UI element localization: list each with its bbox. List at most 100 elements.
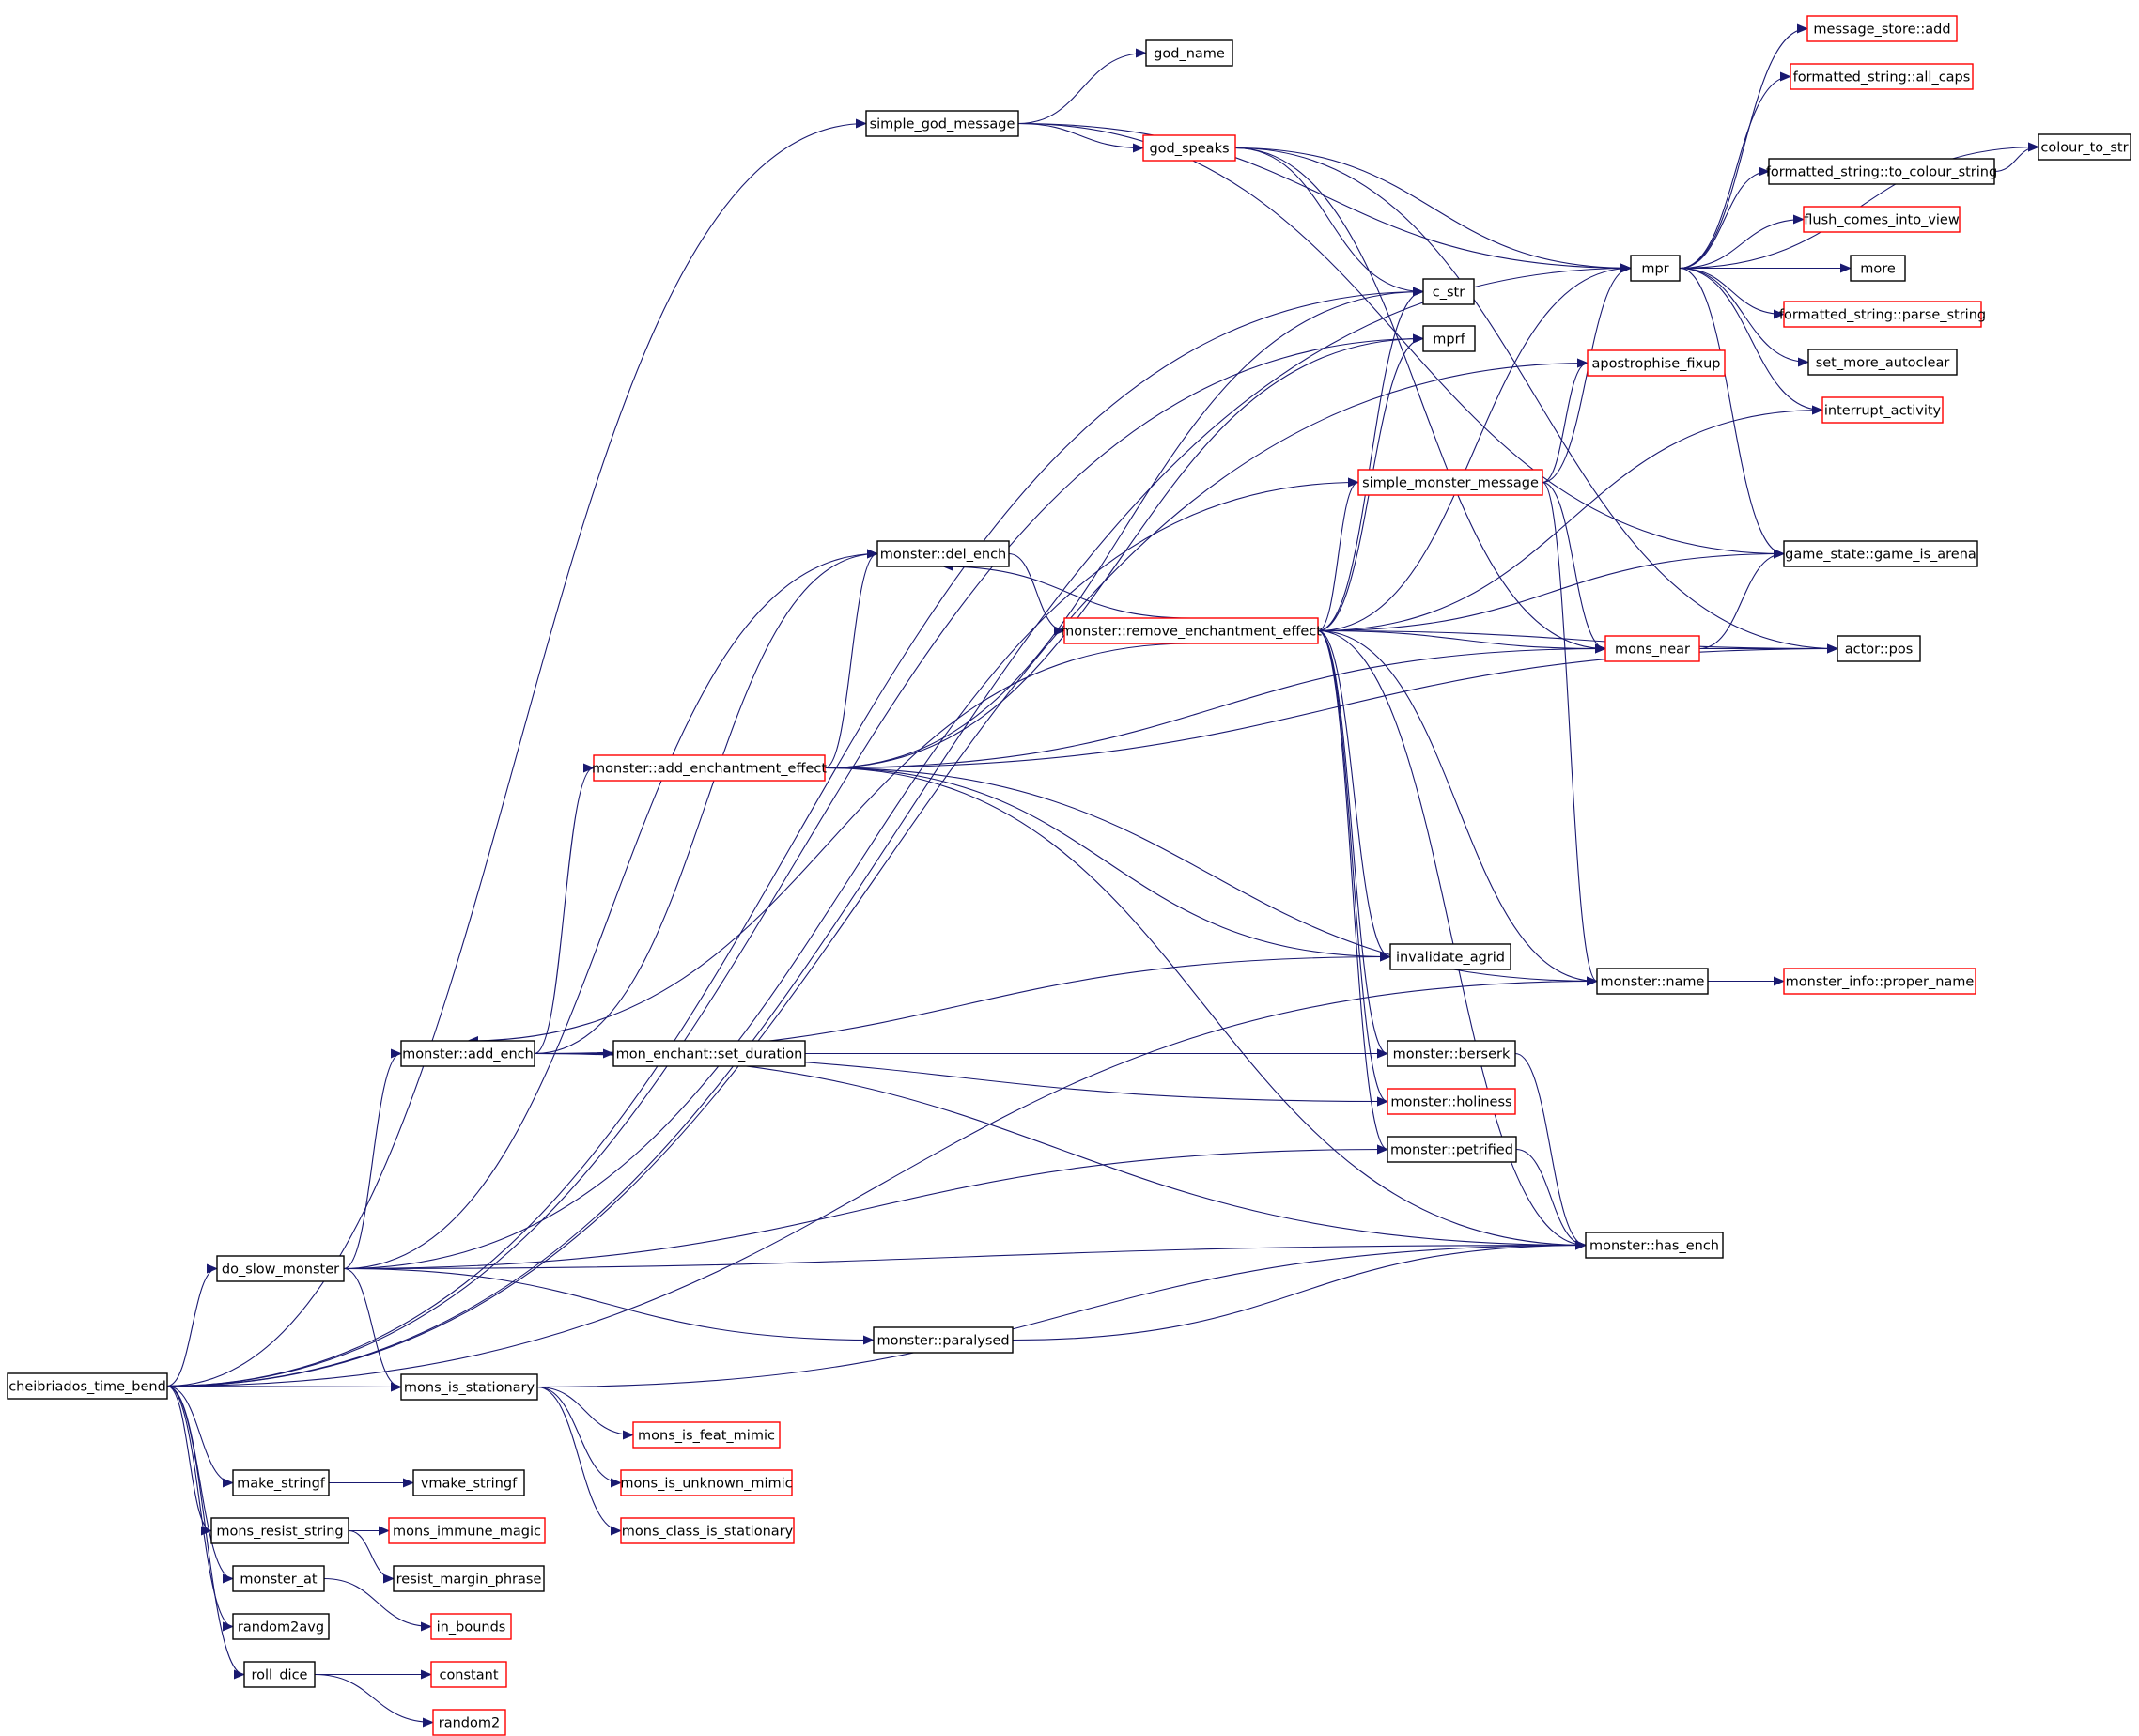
edges-layer (166, 23, 2039, 1728)
node-monster-at[interactable]: monster_at (232, 1565, 325, 1592)
node-god-name[interactable]: god_name (1145, 39, 1233, 67)
edge-simple-god-message-to-mpr (1017, 122, 1632, 273)
node-label: in_bounds (437, 1620, 506, 1635)
node-label: colour_to_str (2040, 141, 2128, 156)
node-roll-dice[interactable]: roll_dice (243, 1661, 316, 1688)
node-mons-is-unknown-mimic[interactable]: mons_is_unknown_mimic (620, 1469, 793, 1496)
node-random2avg[interactable]: random2avg (232, 1613, 330, 1640)
node-game-is-arena[interactable]: game_state::game_is_arena (1783, 540, 1978, 567)
node-monster-holiness[interactable]: monster::holiness (1387, 1088, 1516, 1115)
node-label: formatted_string::to_colour_string (1766, 165, 1997, 180)
node-box (876, 540, 1010, 567)
node-interrupt-activity[interactable]: interrupt_activity (1821, 396, 1944, 424)
node-mons-is-stationary[interactable]: mons_is_stationary (400, 1373, 538, 1401)
node-box (1604, 635, 1700, 662)
node-monster-paralysed[interactable]: monster::paralysed (873, 1326, 1014, 1354)
node-c-str[interactable]: c_str (1422, 278, 1475, 305)
node-set-more-autoclear[interactable]: set_more_autoclear (1807, 349, 1958, 376)
node-label: invalidate_agrid (1396, 951, 1505, 966)
node-box (632, 1421, 781, 1449)
edge-mpr-to-flush-comes-into-view (1679, 214, 1805, 270)
node-label: formatted_string::all_caps (1793, 70, 1971, 85)
node-label: monster_info::proper_name (1786, 975, 1975, 990)
node-mpr[interactable]: mpr (1630, 255, 1681, 282)
node-colour-to-str[interactable]: colour_to_str (2038, 133, 2131, 161)
node-simple-god-message[interactable]: simple_god_message (865, 110, 1019, 137)
node-actor-pos[interactable]: actor::pos (1837, 635, 1921, 662)
node-simple-monster-message[interactable]: simple_monster_message (1357, 469, 1543, 496)
node-box (1357, 469, 1543, 496)
node-label: monster::del_ench (880, 548, 1007, 563)
edge-cheibriados-time-bend-to-random2avg (166, 1385, 234, 1632)
node-mons-is-feat-mimic[interactable]: mons_is_feat_mimic (632, 1421, 781, 1449)
edge-cheibriados-time-bend-to-monster-name (166, 976, 1598, 1387)
node-cheibriados-time-bend[interactable]: cheibriados_time_bend (7, 1372, 168, 1400)
edge-god-speaks-to-mons-near (1234, 147, 1606, 654)
node-invalidate-agrid[interactable]: invalidate_agrid (1389, 943, 1511, 970)
edge-remove-enchantment-effect-to-invalidate-agrid (1317, 629, 1391, 962)
node-remove-enchantment-effect[interactable]: monster::remove_enchantment_effect (1061, 617, 1322, 644)
edge-roll-dice-to-random2 (314, 1673, 434, 1728)
node-in-bounds[interactable]: in_bounds (430, 1613, 512, 1640)
edge-mons-near-to-game-is-arena (1698, 549, 1785, 650)
node-mons-immune-magic[interactable]: mons_immune_magic (388, 1517, 546, 1544)
node-mons-resist-string[interactable]: mons_resist_string (210, 1517, 349, 1544)
node-do-slow-monster[interactable]: do_slow_monster (216, 1255, 345, 1282)
node-box (1063, 617, 1319, 644)
node-box (1587, 349, 1726, 377)
node-box (430, 1613, 512, 1640)
node-constant[interactable]: constant (430, 1661, 507, 1688)
edge-add-enchantment-effect-to-c-str (824, 287, 1424, 769)
node-monster-name[interactable]: monster::name (1596, 968, 1709, 995)
node-box (1837, 635, 1921, 662)
node-box (612, 1040, 806, 1067)
node-label: simple_monster_message (1362, 476, 1539, 491)
node-label: mons_immune_magic (393, 1525, 541, 1540)
node-mprf[interactable]: mprf (1422, 325, 1476, 352)
node-flush-comes-into-view[interactable]: flush_comes_into_view (1803, 206, 1961, 233)
node-message-store-add[interactable]: message_store::add (1806, 15, 1958, 42)
node-monster-petrified[interactable]: monster::petrified (1387, 1136, 1517, 1163)
node-random2[interactable]: random2 (432, 1709, 506, 1736)
edge-remove-enchantment-effect-to-simple-monster-message (1317, 477, 1359, 632)
edge-mons-is-stationary-to-mons-is-unknown-mimic (536, 1386, 622, 1488)
node-box (1387, 1136, 1517, 1163)
node-fs-parse-string[interactable]: formatted_string::parse_string (1779, 301, 1986, 328)
node-label: random2avg (238, 1620, 324, 1635)
node-label: monster::has_ench (1589, 1239, 1719, 1254)
node-monster-berserk[interactable]: monster::berserk (1387, 1040, 1516, 1067)
node-monster-del-ench[interactable]: monster::del_ench (876, 540, 1010, 567)
node-more[interactable]: more (1850, 255, 1906, 282)
node-label: mon_enchant::set_duration (616, 1047, 803, 1062)
node-label: flush_comes_into_view (1804, 213, 1960, 228)
node-god-speaks[interactable]: god_speaks (1142, 134, 1236, 162)
node-box (388, 1517, 546, 1544)
node-monster-add-ench[interactable]: monster::add_ench (400, 1040, 535, 1067)
edge-remove-enchantment-effect-to-game-is-arena (1317, 549, 1785, 632)
node-vmake-stringf[interactable]: vmake_stringf (412, 1469, 525, 1496)
node-label: roll_dice (252, 1668, 308, 1683)
node-box (432, 1709, 506, 1736)
edge-simple-monster-message-to-apostrophise-fixup (1542, 358, 1589, 484)
node-label: vmake_stringf (421, 1477, 518, 1492)
node-box (216, 1255, 345, 1282)
node-monster-has-ench[interactable]: monster::has_ench (1585, 1232, 1724, 1259)
node-resist-margin-phrase[interactable]: resist_margin_phrase (393, 1565, 545, 1592)
node-mons-class-is-stationary[interactable]: mons_class_is_stationary (620, 1517, 795, 1544)
edge-simple-monster-message-to-monster-name (1542, 481, 1598, 986)
node-proper-name[interactable]: monster_info::proper_name (1783, 968, 1976, 995)
edge-mons-resist-string-to-resist-margin-phrase (348, 1529, 395, 1584)
edge-god-speaks-to-c-str (1234, 147, 1424, 297)
node-mons-near[interactable]: mons_near (1604, 635, 1700, 662)
node-label: mons_class_is_stationary (622, 1525, 794, 1540)
node-box (1596, 968, 1709, 995)
node-fs-all-caps[interactable]: formatted_string::all_caps (1790, 63, 1974, 90)
node-make-stringf[interactable]: make_stringf (232, 1469, 330, 1496)
node-fs-to-colour-string[interactable]: formatted_string::to_colour_string (1766, 158, 1997, 185)
node-apostrophise-fixup[interactable]: apostrophise_fixup (1587, 349, 1726, 377)
node-set-duration[interactable]: mon_enchant::set_duration (612, 1040, 806, 1067)
node-label: game_state::game_is_arena (1785, 548, 1976, 563)
node-box (412, 1469, 525, 1496)
node-add-enchantment-effect[interactable]: monster::add_enchantment_effect (592, 754, 827, 782)
